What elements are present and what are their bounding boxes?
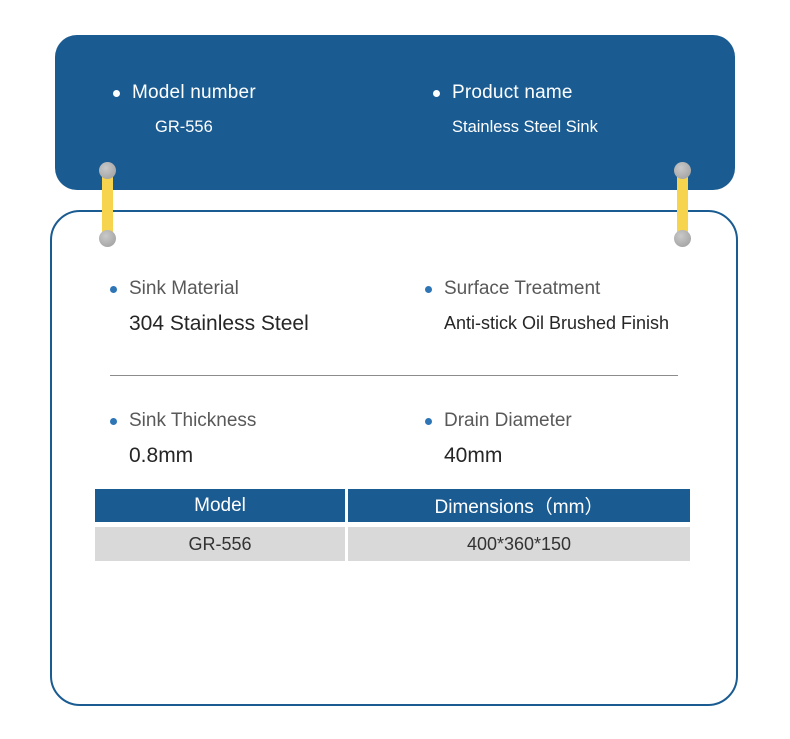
column-divider [345, 527, 348, 561]
rivet-icon [99, 230, 116, 247]
spec-label-row: Sink Thickness [110, 410, 256, 432]
header-item-model-number: Model number GR-556 [113, 82, 256, 137]
product-name-value: Stainless Steel Sink [452, 118, 598, 136]
sink-material-label: Sink Material [129, 278, 239, 299]
rivet-icon [674, 230, 691, 247]
spec-sink-material: Sink Material 304 Stainless Steel [110, 278, 309, 336]
bullet-icon [425, 417, 432, 425]
column-divider [345, 489, 348, 522]
surface-treatment-value: Anti-stick Oil Brushed Finish [444, 313, 670, 333]
header-item-product-name: Product name Stainless Steel Sink [433, 82, 598, 137]
rivet-icon [674, 162, 691, 179]
strap-left-icon [102, 165, 113, 243]
strap-right-icon [677, 165, 688, 243]
drain-diameter-value: 40mm [444, 444, 503, 467]
bullet-icon [113, 89, 120, 97]
bullet-icon [433, 89, 440, 97]
dimensions-table: Model Dimensions（mm） GR-556 400*360*150 [95, 489, 690, 561]
sink-thickness-value: 0.8mm [129, 444, 194, 467]
product-name-label: Product name [452, 82, 573, 103]
table-cell-model: GR-556 [95, 527, 345, 561]
rivet-icon [99, 162, 116, 179]
spec-sink-thickness: Sink Thickness 0.8mm [110, 410, 256, 468]
table-header-model: Model [95, 489, 345, 522]
sink-thickness-label: Sink Thickness [129, 410, 257, 431]
model-number-value: GR-556 [155, 118, 213, 136]
header-banner: Model number GR-556 Product name Stainle… [55, 35, 735, 190]
spec-card [50, 210, 738, 706]
section-divider [110, 375, 678, 376]
table-row: GR-556 400*360*150 [95, 527, 690, 561]
product-name-label-row: Product name [433, 82, 598, 104]
drain-diameter-label: Drain Diameter [444, 410, 572, 431]
bullet-icon [425, 285, 432, 293]
table-cell-dimensions: 400*360*150 [348, 527, 690, 561]
table-header-dimensions: Dimensions（mm） [348, 489, 690, 522]
bullet-icon [110, 285, 117, 293]
spec-drain-diameter: Drain Diameter 40mm [425, 410, 572, 468]
spec-label-row: Surface Treatment [425, 278, 669, 300]
spec-label-row: Drain Diameter [425, 410, 572, 432]
model-number-label-row: Model number [113, 82, 256, 104]
spec-label-row: Sink Material [110, 278, 309, 300]
bullet-icon [110, 417, 117, 425]
sink-material-value: 304 Stainless Steel [129, 312, 309, 335]
surface-treatment-label: Surface Treatment [444, 278, 601, 299]
model-number-label: Model number [132, 82, 256, 103]
spec-surface-treatment: Surface Treatment Anti-stick Oil Brushed… [425, 278, 669, 335]
table-header-row: Model Dimensions（mm） [95, 489, 690, 522]
